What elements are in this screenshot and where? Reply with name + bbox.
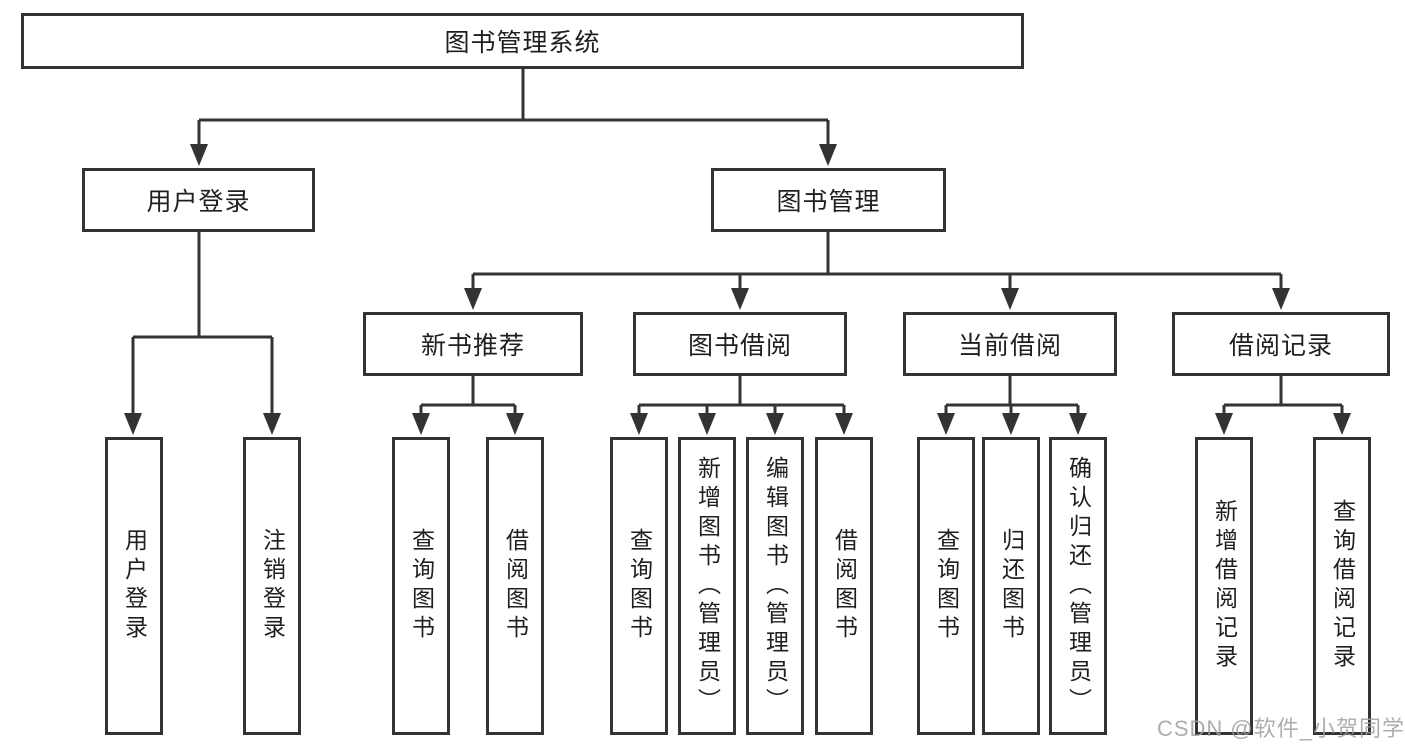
arrowhead-icon [506,413,524,435]
leaf-label: 注销登录 [259,528,286,644]
leaf-label: 查询图书 [408,528,435,644]
leaf-borrowing-edit-books-admin: 编辑图书（管理员） [746,437,804,735]
connector-line [197,69,830,146]
arrowhead-icon [630,413,648,435]
arrowhead-icon [1333,413,1351,435]
arrowhead-icon [190,144,208,166]
arrowhead-icon [698,413,716,435]
arrowhead-icon [464,288,482,310]
leaf-label: 新增借阅记录 [1211,499,1238,673]
node-borrowing-records: 借阅记录 [1172,312,1390,376]
leaf-label: 借阅图书 [502,528,529,644]
leaf-label: 新增图书（管理员） [694,455,721,717]
connector-line [419,376,517,415]
arrowhead-icon [731,288,749,310]
node-library-management-system: 图书管理系统 [21,13,1024,69]
arrowhead-icon [1215,413,1233,435]
arrowhead-icon [1069,413,1087,435]
arrowhead-icon [412,413,430,435]
csdn-watermark: CSDN @软件_小贺同学 [1156,716,1405,741]
leaf-label: 编辑图书（管理员） [762,455,789,717]
leaf-borrowing-add-books-admin: 新增图书（管理员） [678,437,736,735]
arrowhead-icon [124,413,142,435]
leaf-records-add-record: 新增借阅记录 [1195,437,1253,735]
arrowhead-icon [263,413,281,435]
leaf-logout-login: 注销登录 [243,437,301,735]
arrowhead-icon [819,144,837,166]
leaf-user-login: 用户登录 [105,437,163,735]
arrowhead-icon [1002,413,1020,435]
leaf-current-confirm-return-admin: 确认归还（管理员） [1049,437,1107,735]
leaf-borrowing-borrow-books: 借阅图书 [815,437,873,735]
node-current-borrowing: 当前借阅 [903,312,1117,376]
leaf-recommend-query-books: 查询图书 [392,437,450,735]
connector-line [944,376,1080,415]
leaf-label: 确认归还（管理员） [1065,455,1092,717]
arrowhead-icon [1272,288,1290,310]
leaf-borrowing-query-books: 查询图书 [610,437,668,735]
connector-line [1222,376,1344,415]
arrowhead-icon [835,413,853,435]
leaf-current-query-books: 查询图书 [917,437,975,735]
leaf-label: 用户登录 [121,528,148,644]
leaf-label: 查询图书 [933,528,960,644]
node-book-borrowing: 图书借阅 [633,312,847,376]
leaf-label: 查询图书 [626,528,653,644]
node-user-login: 用户登录 [82,168,315,232]
leaf-records-query-record: 查询借阅记录 [1313,437,1371,735]
connector-line [131,232,274,415]
connector-line [637,376,846,415]
leaf-label: 借阅图书 [831,528,858,644]
arrowhead-icon [937,413,955,435]
leaf-current-return-books: 归还图书 [982,437,1040,735]
leaf-recommend-borrow-books: 借阅图书 [486,437,544,735]
node-new-book-recommend: 新书推荐 [363,312,583,376]
connector-line [471,232,1283,291]
arrowhead-icon [1001,288,1019,310]
leaf-label: 查询借阅记录 [1329,499,1356,673]
node-book-management: 图书管理 [711,168,946,232]
leaf-label: 归还图书 [998,528,1025,644]
arrowhead-icon [766,413,784,435]
